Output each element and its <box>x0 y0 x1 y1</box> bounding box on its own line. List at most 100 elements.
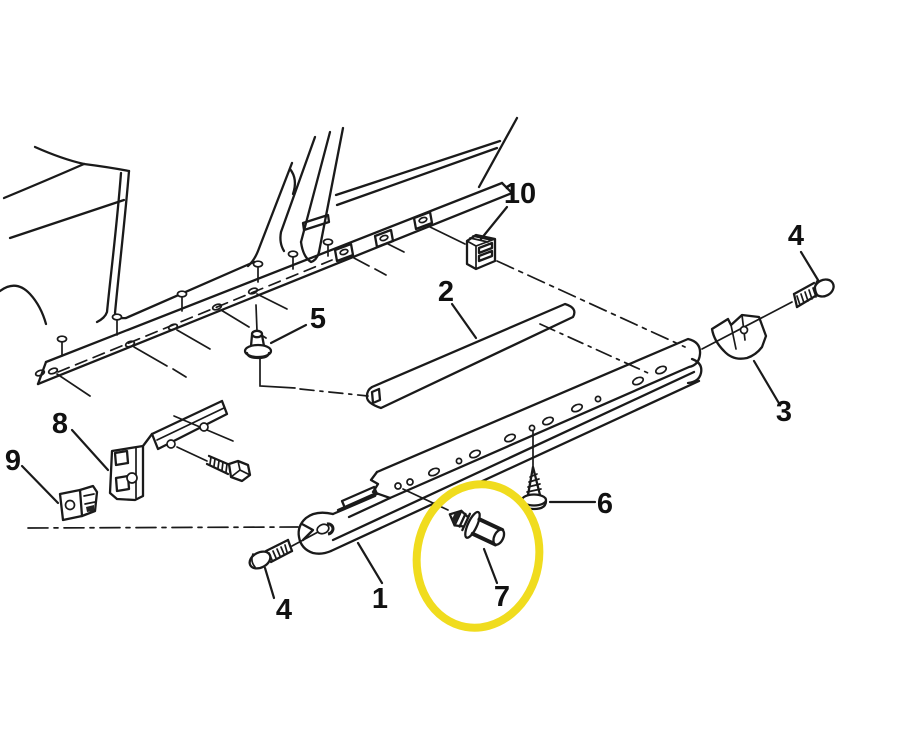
rail-slot-oval <box>468 449 482 459</box>
part-4-bolt-lower <box>248 538 294 570</box>
projection-line <box>133 346 187 378</box>
grommet-neck <box>249 333 266 348</box>
bracket-hole <box>739 325 749 335</box>
stud-head <box>252 260 264 268</box>
molding-hole-shade <box>326 522 335 536</box>
sill-hole <box>124 340 136 348</box>
callout-leader-8 <box>70 428 110 472</box>
wheel-arch <box>0 284 48 326</box>
bolt-tip <box>286 538 294 553</box>
part-3-bracket <box>710 313 768 360</box>
sill-bottom-line <box>36 191 514 386</box>
elbow-line <box>259 357 296 389</box>
stud-stems <box>61 243 329 357</box>
bracket-plate-fold <box>156 407 225 441</box>
center-dash-line <box>27 526 299 529</box>
front-door-bottom <box>124 260 256 320</box>
callout-leader-7 <box>482 547 499 585</box>
callout-leader-9 <box>20 464 60 505</box>
sill-hole <box>167 323 179 331</box>
pin-flange <box>464 510 481 539</box>
sill-hole <box>34 369 46 377</box>
rear-door-bottom-1 <box>334 139 502 197</box>
projection-line <box>353 257 387 276</box>
square-hole <box>373 228 395 249</box>
bolt-head <box>813 278 835 298</box>
bolt-axis <box>176 446 208 462</box>
square-hole-oval <box>418 216 428 224</box>
retainer-rail <box>336 337 702 519</box>
molding-bolt-hole <box>316 523 330 535</box>
cowl-line <box>82 162 131 173</box>
sill-hole <box>211 303 223 311</box>
callout-leader-4 <box>263 566 276 600</box>
clip-face <box>58 488 84 522</box>
rail-hole <box>406 478 414 486</box>
callout-leader-2 <box>450 302 478 340</box>
strap-knob <box>126 472 138 484</box>
hood-edge <box>2 162 86 200</box>
part-10-clip <box>465 233 497 271</box>
callout-leader-4 <box>799 250 820 282</box>
clip-side <box>78 484 99 518</box>
clip-notch <box>86 505 94 512</box>
callout-label-4: 4 <box>788 220 804 252</box>
callout-label-1: 1 <box>372 583 388 615</box>
screw-threads <box>526 473 542 493</box>
square-hole-oval <box>379 234 389 242</box>
b-pillar-base <box>299 240 321 264</box>
sill-right-end <box>500 181 514 195</box>
rear-door-bottom-2 <box>335 146 499 207</box>
callout-label-4: 4 <box>276 594 292 626</box>
rail-left-extension <box>336 492 392 519</box>
rail-left-step <box>369 470 392 500</box>
strap-slots <box>113 449 131 493</box>
grommet-rim <box>245 351 271 360</box>
part-6-screw <box>520 465 548 511</box>
rail-slot-oval <box>654 365 668 375</box>
callout-leader-5 <box>269 323 308 345</box>
callout-leader-10 <box>479 205 509 241</box>
bolt-threads <box>209 456 228 473</box>
b-pillar-front-inner <box>279 135 317 253</box>
sill-holes <box>34 287 259 377</box>
sill-hole <box>247 287 259 295</box>
bracket-plate <box>150 399 229 451</box>
molding-cap-notch <box>300 522 315 542</box>
b-pillar-rear-edge <box>299 130 332 244</box>
molding-end-cap <box>297 511 335 555</box>
rail-hole <box>528 424 536 432</box>
rail-hole <box>594 395 602 403</box>
a-pillar-line <box>113 169 131 320</box>
rail-body <box>375 337 702 500</box>
square-hole-oval <box>339 248 349 256</box>
part-7-push-pin <box>448 509 506 547</box>
strip-end-opening <box>370 387 382 405</box>
projection-line <box>256 293 288 310</box>
sill-crease-dash <box>57 259 333 373</box>
grommet-top <box>250 329 264 339</box>
b-pillar-rear-inner <box>317 126 345 254</box>
pin-tip-band <box>451 512 461 524</box>
sill-left-end <box>36 360 48 386</box>
molding-top-edge <box>331 494 377 516</box>
clip-slots <box>477 241 494 263</box>
bolt-head-line <box>814 280 819 297</box>
sill-hole <box>47 367 59 375</box>
highlight-ellipse <box>412 480 544 632</box>
molding-right-end <box>686 357 703 385</box>
part-2-insert-strip <box>365 302 576 410</box>
center-dash-line <box>496 260 686 348</box>
sill-studs <box>56 238 334 357</box>
fender-curve <box>33 145 86 166</box>
part-8-hex-bolt <box>205 454 252 483</box>
stud-head <box>176 290 188 298</box>
grommet-axis <box>255 304 258 332</box>
rail-hole <box>455 457 463 465</box>
callout-leader-1 <box>356 541 384 585</box>
rail-slot-oval <box>570 403 584 413</box>
car-body-outline <box>0 116 519 386</box>
